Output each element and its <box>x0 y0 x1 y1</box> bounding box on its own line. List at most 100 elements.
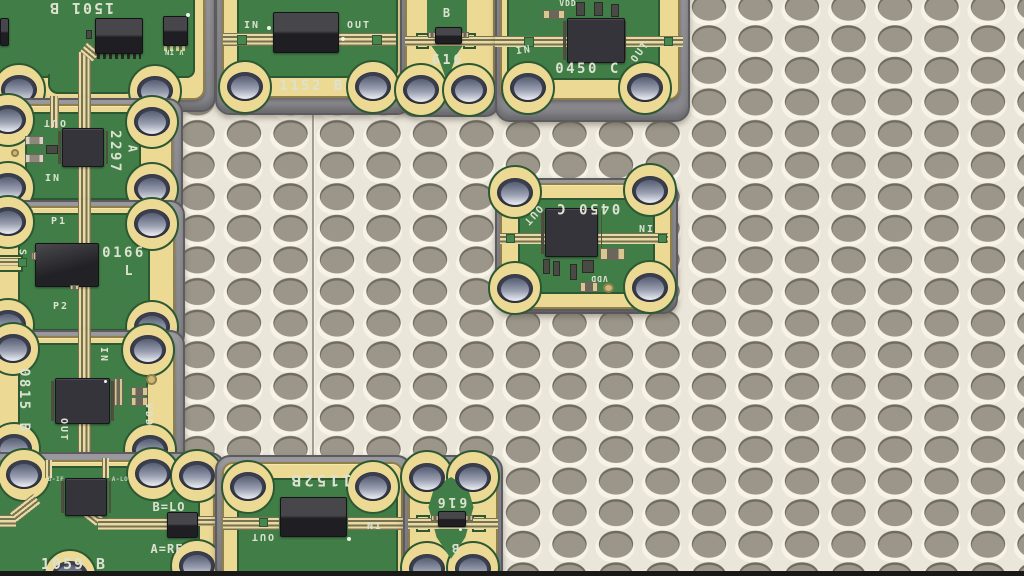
port-label: S <box>16 248 28 258</box>
port-label: VDD <box>143 402 154 428</box>
trace-pad <box>18 258 27 267</box>
module-1059-b[interactable]: B-IF A-LO B=LO A=RF 1059 B <box>0 447 225 576</box>
module-1152-b-top[interactable]: IN OUT 1152 B <box>215 0 412 117</box>
via-pad <box>146 374 157 385</box>
mounting-hole <box>627 73 663 102</box>
ic-chip <box>273 12 339 53</box>
mounting-hole <box>632 273 668 302</box>
ic-chip <box>545 208 598 257</box>
mounting-hole <box>497 178 533 207</box>
module-616-top[interactable]: B 616 <box>394 0 500 117</box>
module-label: 616 <box>434 494 468 509</box>
mounting-hole <box>455 463 491 492</box>
chip-pins <box>97 54 141 59</box>
mounting-hole <box>6 460 42 489</box>
capacitor <box>576 2 585 16</box>
module-label: 1152B <box>288 471 352 490</box>
ic-chip <box>35 243 99 287</box>
bottom-bar <box>0 571 1024 576</box>
trace-stub <box>102 458 109 478</box>
trace-bundle <box>598 233 668 244</box>
trace-pad <box>237 35 247 45</box>
ic-chip <box>62 128 104 167</box>
mounting-hole <box>135 459 171 488</box>
port-label: V IN <box>164 48 184 56</box>
silkscreen-dot <box>186 13 190 17</box>
trace-bundle <box>223 33 275 46</box>
capacitor <box>582 260 594 273</box>
module-label: 0450 C <box>555 61 621 77</box>
capacitor <box>46 145 58 154</box>
trace-stub <box>45 460 52 478</box>
port-label: OUT <box>58 417 69 443</box>
module-rev-label: A <box>125 144 140 154</box>
ic-chip <box>280 497 347 537</box>
port-label: B=LO <box>152 500 186 514</box>
module-616-bottom[interactable]: 616 B <box>400 450 503 576</box>
mounting-hole <box>0 105 26 134</box>
ic-chip <box>55 378 110 424</box>
module-label: 0166 <box>102 245 146 261</box>
trace-pad <box>664 37 673 46</box>
mounting-hole <box>134 209 170 238</box>
port-label: P1 <box>50 216 68 227</box>
port-label: A-LO <box>111 476 129 483</box>
silkscreen-dot <box>347 537 351 541</box>
module-0166-l[interactable]: P1 P2 S 0166 L <box>0 195 185 354</box>
mounting-hole <box>227 72 263 101</box>
mounting-hole <box>632 176 668 205</box>
resistor <box>580 282 598 292</box>
chip-lead <box>461 32 469 38</box>
mounting-hole <box>179 461 215 490</box>
trace-bundle <box>348 517 404 530</box>
chip-pads <box>164 46 188 51</box>
module-rev-label: B <box>442 6 452 20</box>
module-0815-b[interactable]: 0815 B IN OUT VDD <box>0 322 185 477</box>
module-0450-c-top[interactable]: VDD IN OUT 0450 C <box>495 0 690 122</box>
port-label: VDD <box>559 0 577 8</box>
trace-bundle <box>0 258 21 266</box>
module-label: 1059 B <box>40 555 108 573</box>
port-label: IN <box>243 20 261 31</box>
capacitor <box>594 2 603 16</box>
port-label: IN <box>364 519 382 530</box>
via-pad <box>603 283 614 293</box>
mounting-hole <box>409 463 445 492</box>
port-label: VDD <box>590 274 608 283</box>
module-pcb-green <box>48 74 136 94</box>
trace-pad <box>658 234 667 243</box>
resistor <box>25 154 44 163</box>
trace-pad <box>524 37 534 47</box>
port-label: IN <box>44 173 62 184</box>
trace-bundle <box>0 515 16 527</box>
resistor <box>543 10 565 19</box>
ic-chip-partial <box>0 18 9 46</box>
port-label: IN <box>98 346 109 364</box>
mounting-hole <box>497 274 533 303</box>
resistor <box>131 387 148 396</box>
capacitor <box>570 264 577 280</box>
mounting-hole <box>230 472 266 501</box>
trace-stub <box>50 98 59 128</box>
ic-chip <box>567 18 625 63</box>
silkscreen-dot <box>341 37 345 41</box>
module-1152-b-bottom[interactable]: 1152B OUT IN <box>215 455 412 576</box>
trace-bundle <box>500 233 545 244</box>
capacitor <box>611 4 619 17</box>
module-rev-label: L <box>124 264 136 279</box>
ic-chip <box>435 27 462 44</box>
port-label: OUT <box>249 531 275 542</box>
module-label: 616 <box>431 53 465 68</box>
module-1501-b[interactable]: 1501 B V IN <box>0 0 216 118</box>
chip-pad <box>70 285 79 290</box>
capacitor <box>543 259 550 274</box>
port-label: A=RF <box>150 542 184 556</box>
via-pad <box>11 149 19 157</box>
port-label: OUT <box>41 117 67 128</box>
module-0450-c-center[interactable]: 0450 C OUT IN VDD <box>488 163 678 315</box>
chip-pad <box>31 252 36 260</box>
mounting-hole <box>510 73 546 102</box>
module-label: 1501 B <box>47 0 115 17</box>
mounting-hole <box>451 75 487 104</box>
